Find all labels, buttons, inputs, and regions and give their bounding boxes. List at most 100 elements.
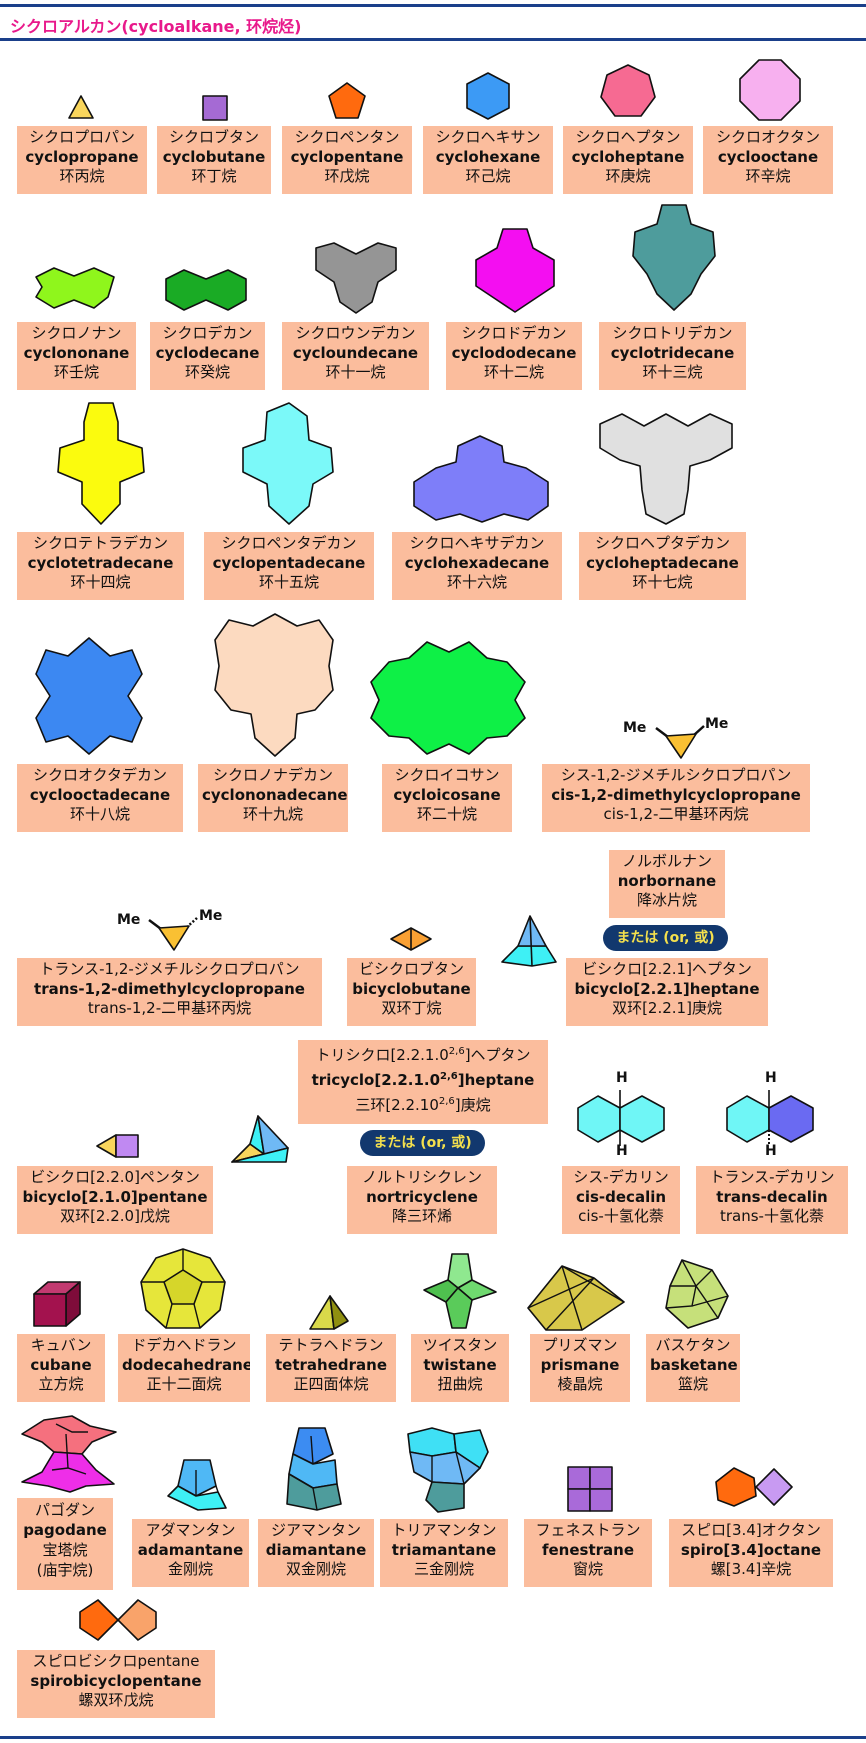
spiro-octane-shape — [715, 1467, 793, 1507]
en-label: cyclopentane — [290, 147, 404, 166]
zh-label: 扭曲烷 — [437, 1375, 483, 1393]
trans-methyl-right: Me — [199, 908, 223, 924]
cyclododecane-shape — [475, 228, 555, 313]
ja-label: ビシクロブタン — [358, 960, 464, 978]
en-label: cyclotetradecane — [27, 553, 174, 572]
zh-label: 环己烷 — [465, 167, 511, 185]
en-label: spirobicyclopentane — [30, 1671, 202, 1690]
en-label: bicyclo[2.2.1]heptane — [574, 979, 760, 998]
cis-dimethylcyclopropane-shape — [655, 725, 705, 759]
en-label: pagodane — [23, 1521, 107, 1539]
zh-label: 环十五烷 — [258, 573, 319, 591]
h-label-bottom: H — [765, 1143, 777, 1159]
cis-decalin-shape — [577, 1090, 665, 1146]
card-tricycloheptane: トリシクロ[2.2.1.02,6]ヘプタン tricyclo[2.2.1.02,… — [298, 1040, 548, 1124]
cycloicosane-shape — [370, 641, 526, 755]
zh-label: 篮烷 — [677, 1375, 708, 1393]
cyclotetradecane-shape — [57, 402, 145, 525]
ja-label: シクロノナン — [31, 324, 122, 342]
en-label: cyclopentadecane — [212, 553, 366, 572]
en-label: cyclopropane — [25, 147, 139, 166]
cyclodecane-shape — [165, 269, 247, 311]
superscript: 2,6 — [440, 1071, 458, 1082]
en-label: cyclohexane — [435, 147, 541, 166]
en-label: cycloicosane — [393, 785, 501, 804]
ja-label: トランス-1,2-ジメチルシクロプロパン — [39, 960, 300, 978]
zh-label: 环十七烷 — [632, 573, 693, 591]
zh-label: 金刚烷 — [167, 1560, 213, 1578]
bicyclopentane-shape — [96, 1134, 139, 1158]
en-label: cyclobutane — [162, 147, 266, 166]
zh-label: 螺双环戊烷 — [78, 1691, 154, 1709]
bicyclobutane-shape — [390, 927, 432, 951]
zh-label: 三环[2.2.102,6]庚烷 — [302, 1093, 544, 1118]
ja-label: スピロ[3.4]オクタン — [681, 1521, 821, 1539]
cyclopentadecane-shape — [242, 402, 334, 525]
zh-label: 环十八烷 — [69, 805, 130, 823]
en-label: cyclooctane — [717, 147, 819, 166]
cycloundecane-shape — [315, 242, 397, 314]
cycloheptadecane-shape — [599, 413, 733, 525]
en-label: dodecahedrane — [122, 1355, 250, 1374]
methyl-label-right: Me — [705, 716, 729, 732]
nortricyclene-shape — [231, 1115, 289, 1163]
en-label: cis-1,2-dimethylcyclopropane — [551, 785, 801, 804]
en-label: tetrahedrane — [275, 1355, 387, 1374]
or-badge-2: または (or, 或) — [360, 1130, 485, 1156]
header-rule — [0, 38, 866, 41]
en-label: cyclodecane — [155, 343, 260, 362]
en-label: prismane — [540, 1355, 620, 1374]
en-label: adamantane — [137, 1540, 244, 1559]
en-label: tricyclo[2.2.1.02,6]heptane — [302, 1068, 544, 1093]
zh-label: trans-1,2-二甲基环丙烷 — [87, 999, 252, 1017]
ja-label: シクロオクタデカン — [32, 766, 168, 784]
ja-label: シクロヘプタン — [575, 128, 681, 146]
en-label: cycloheptadecane — [586, 553, 739, 572]
zh-label: 双环[2.2.1]庚烷 — [612, 999, 722, 1017]
ja-label: シクロヘキサデカン — [409, 534, 545, 552]
en-label: norbornane — [617, 871, 717, 890]
zh-label: 立方烷 — [38, 1375, 84, 1393]
ja-label: パゴダン — [34, 1501, 95, 1519]
diamantane-shape — [286, 1427, 342, 1511]
zh-label: 降冰片烷 — [636, 891, 697, 909]
cyclohexane-shape — [466, 72, 510, 120]
zh-label: 环丁烷 — [191, 167, 237, 185]
en-label: cyclononane — [23, 343, 130, 362]
zh-label: 环十六烷 — [446, 573, 507, 591]
zh-label: 窗烷 — [572, 1560, 603, 1578]
h-label-top: H — [765, 1070, 777, 1086]
ja-label: シス-デカリン — [573, 1168, 669, 1186]
bottom-rule — [0, 1736, 866, 1739]
en-label: fenestrane — [541, 1540, 635, 1559]
ja-label: シクロテトラデカン — [32, 534, 168, 552]
top-rule — [0, 4, 866, 7]
en-label: cyclotridecane — [610, 343, 735, 362]
trans-dimethylcyclopropane-shape — [148, 917, 198, 951]
ja-label: バスケタン — [655, 1336, 731, 1354]
ja-label: アダマンタン — [145, 1521, 236, 1539]
ja-prefix: トリシクロ[2.2.1.0 — [315, 1046, 449, 1064]
en-label: spiro[3.4]octane — [680, 1540, 822, 1559]
ja-label: シクロオクタン — [715, 128, 821, 146]
zh-label: 环十四烷 — [70, 573, 131, 591]
twistane-shape — [423, 1253, 497, 1329]
